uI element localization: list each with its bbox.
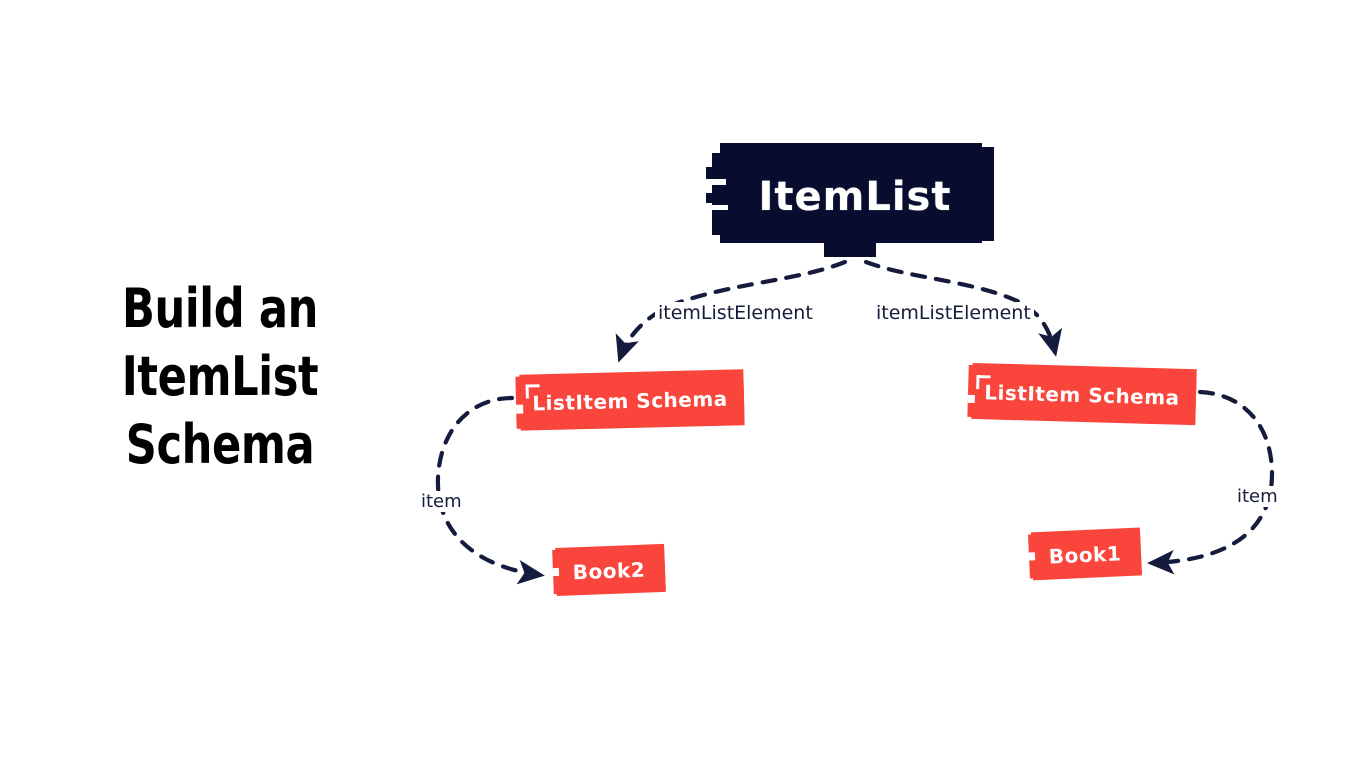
- page-title-line-3: Schema: [125, 413, 315, 476]
- node-listitem-schema-left[interactable]: ListItem Schema: [515, 369, 745, 433]
- node-listitem-schema-right[interactable]: ListItem Schema: [967, 362, 1197, 427]
- node-itemlist-label: ItemList: [758, 174, 952, 220]
- node-book1[interactable]: Book1: [1028, 527, 1142, 582]
- node-itemlist[interactable]: ItemList: [706, 143, 998, 257]
- page-title: Build an ItemList Schema: [92, 275, 348, 479]
- node-listitem-right-notch-edge: [967, 394, 975, 404]
- node-itemlist-notch-2: [712, 205, 728, 210]
- edge-label-itemlistelement-left: itemListElement: [655, 302, 816, 324]
- node-book2-label: Book2: [572, 557, 646, 585]
- node-listitem-left-notch-edge: [516, 404, 524, 414]
- node-itemlist-nib-1: [706, 167, 718, 179]
- page-title-line-1: Build an: [122, 277, 318, 340]
- node-itemlist-nib-2: [706, 193, 716, 203]
- edge-label-item-right: item: [1234, 486, 1281, 507]
- node-book1-notch-edge: [1028, 552, 1036, 561]
- node-itemlist-notch-1: [712, 179, 726, 185]
- node-itemlist-fill-d: [716, 161, 992, 231]
- edge-label-itemlistelement-right: itemListElement: [873, 302, 1034, 324]
- node-listitem-right-notch-side: [976, 375, 980, 390]
- node-listitem-left-label: ListItem Schema: [532, 386, 728, 416]
- page-title-line-2: ItemList: [121, 345, 319, 408]
- node-listitem-left-notch-side: [525, 384, 529, 399]
- node-book2-notch-edge: [552, 567, 560, 577]
- edge-label-item-left: item: [418, 491, 465, 512]
- node-book2[interactable]: Book2: [552, 543, 666, 598]
- node-book1-label: Book1: [1048, 541, 1122, 569]
- node-itemlist-bottom-tab: [824, 235, 876, 257]
